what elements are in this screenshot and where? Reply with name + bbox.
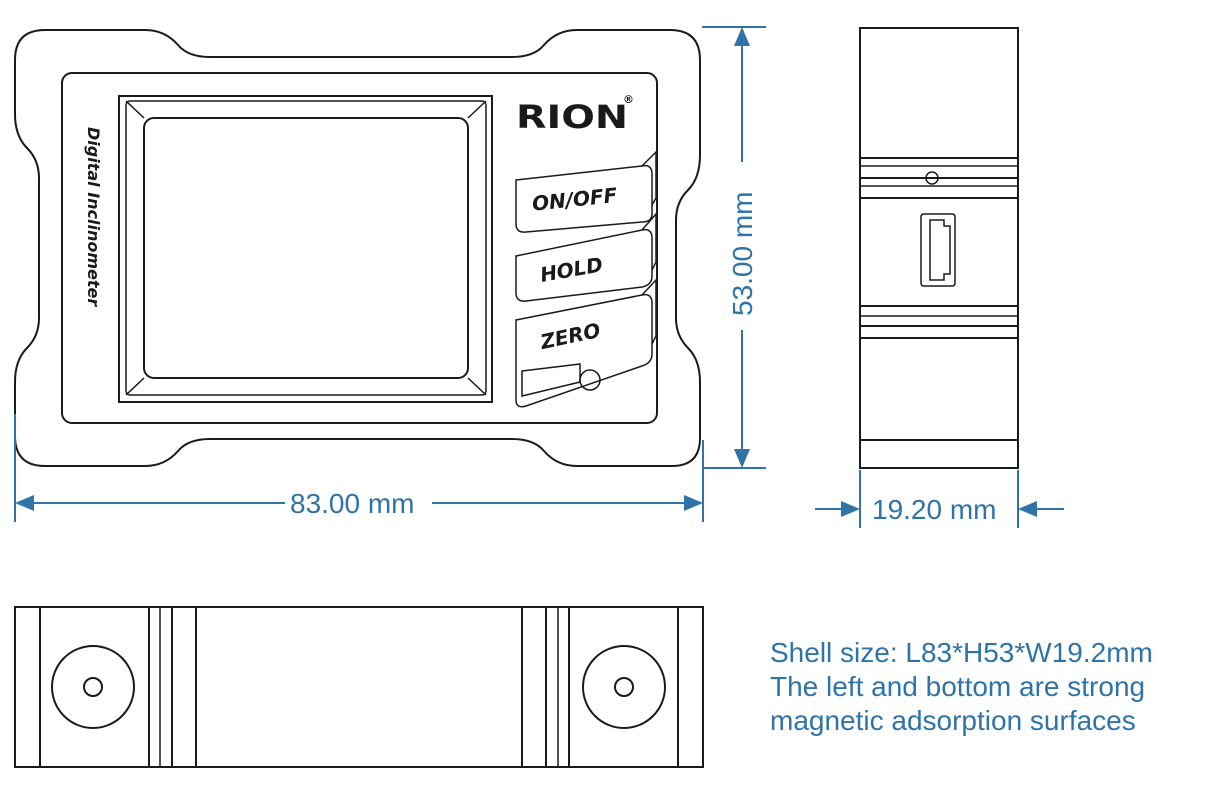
front-outer-shell [14,29,701,467]
screen-corner-line [467,100,487,119]
right-magnet [582,645,666,729]
indicator-window [521,363,581,397]
spec-notes: Shell size: L83*H53*W19.2mm The left and… [770,636,1153,738]
height-dimension: 53.00 mm [702,26,766,469]
height-label: 53.00 mm [727,192,758,317]
registered-mark: ® [623,93,634,106]
shell-size-note: Shell size: L83*H53*W19.2mm [770,637,1153,668]
magnetic-note-line2: magnetic adsorption surfaces [770,705,1136,736]
left-magnet-hole [83,677,103,697]
front-view: Digital Inclinometer RION ® ON/OFF HOLD … [14,29,701,467]
indicator-led [579,369,601,391]
screen-corner-line [125,100,145,119]
screen-display [143,117,469,379]
side-hole [925,171,939,185]
on-off-button[interactable]: ON/OFF [515,150,657,233]
right-magnet-hole [614,677,634,697]
front-panel [61,72,658,424]
screen-frame [125,100,487,396]
hold-label: HOLD [538,252,604,287]
on-off-label: ON/OFF [531,183,619,216]
width-label: 19.20 mm [872,494,997,525]
side-view [859,27,1019,469]
usb-port [929,219,951,281]
magnetic-note-line1: The left and bottom are strong [770,671,1146,702]
screen-corner-line [467,377,487,396]
usb-port-outline [920,213,956,287]
zero-label: ZERO [537,318,602,354]
product-label: Digital Inclinometer [84,127,103,307]
left-magnet [51,645,135,729]
screen-bezel [118,95,493,403]
brand-logo: RION [516,98,628,136]
screen-corner-line [125,377,145,396]
width-dimension: 19.20 mm [815,470,1064,528]
bottom-outline [14,606,704,768]
side-outline [859,27,1019,469]
bottom-view [14,606,704,768]
length-dimension: 83.00 mm [14,414,704,522]
length-label: 83.00 mm [290,488,415,519]
